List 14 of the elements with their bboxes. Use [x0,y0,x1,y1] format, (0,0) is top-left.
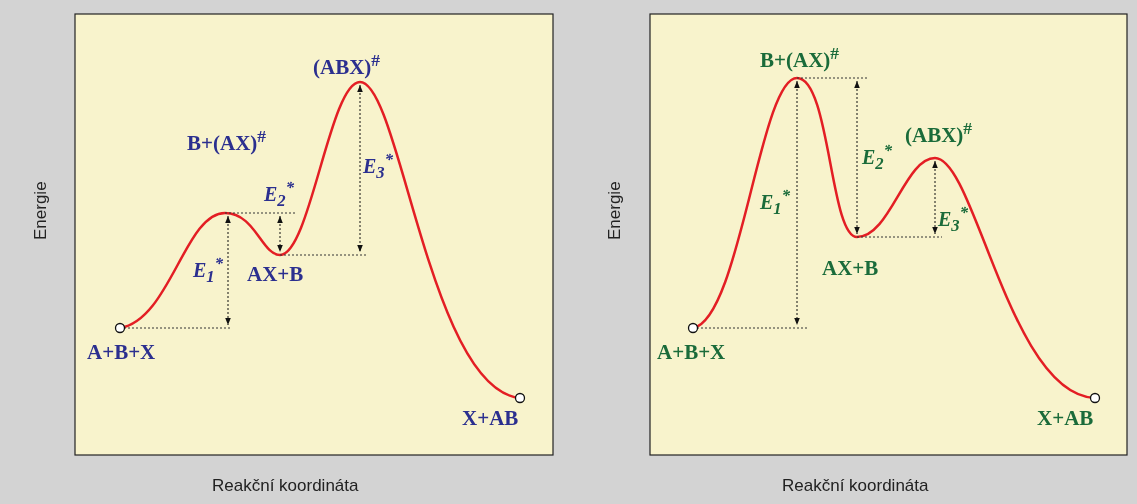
species-label: B+(AX)$^{#}$ [187,128,267,154]
species-label: X+AB [462,408,519,429]
species-label: AX+B [822,258,879,279]
species-label: (ABX)$^{#}$ [905,120,973,146]
species-label: A+B+X [657,342,726,363]
species-label: B+(AX)$^{#}$ [760,45,840,71]
species-label: AX+B [247,264,304,285]
axis-label: Reakční koordináta [782,477,929,494]
species-label: (ABX)$^{#}$ [313,52,381,78]
axis-label: Reakční koordináta [212,477,359,494]
axis-label: Energie [32,181,49,240]
species-label: X+AB [1037,408,1094,429]
axis-label: Energie [606,181,623,240]
species-label: A+B+X [87,342,156,363]
